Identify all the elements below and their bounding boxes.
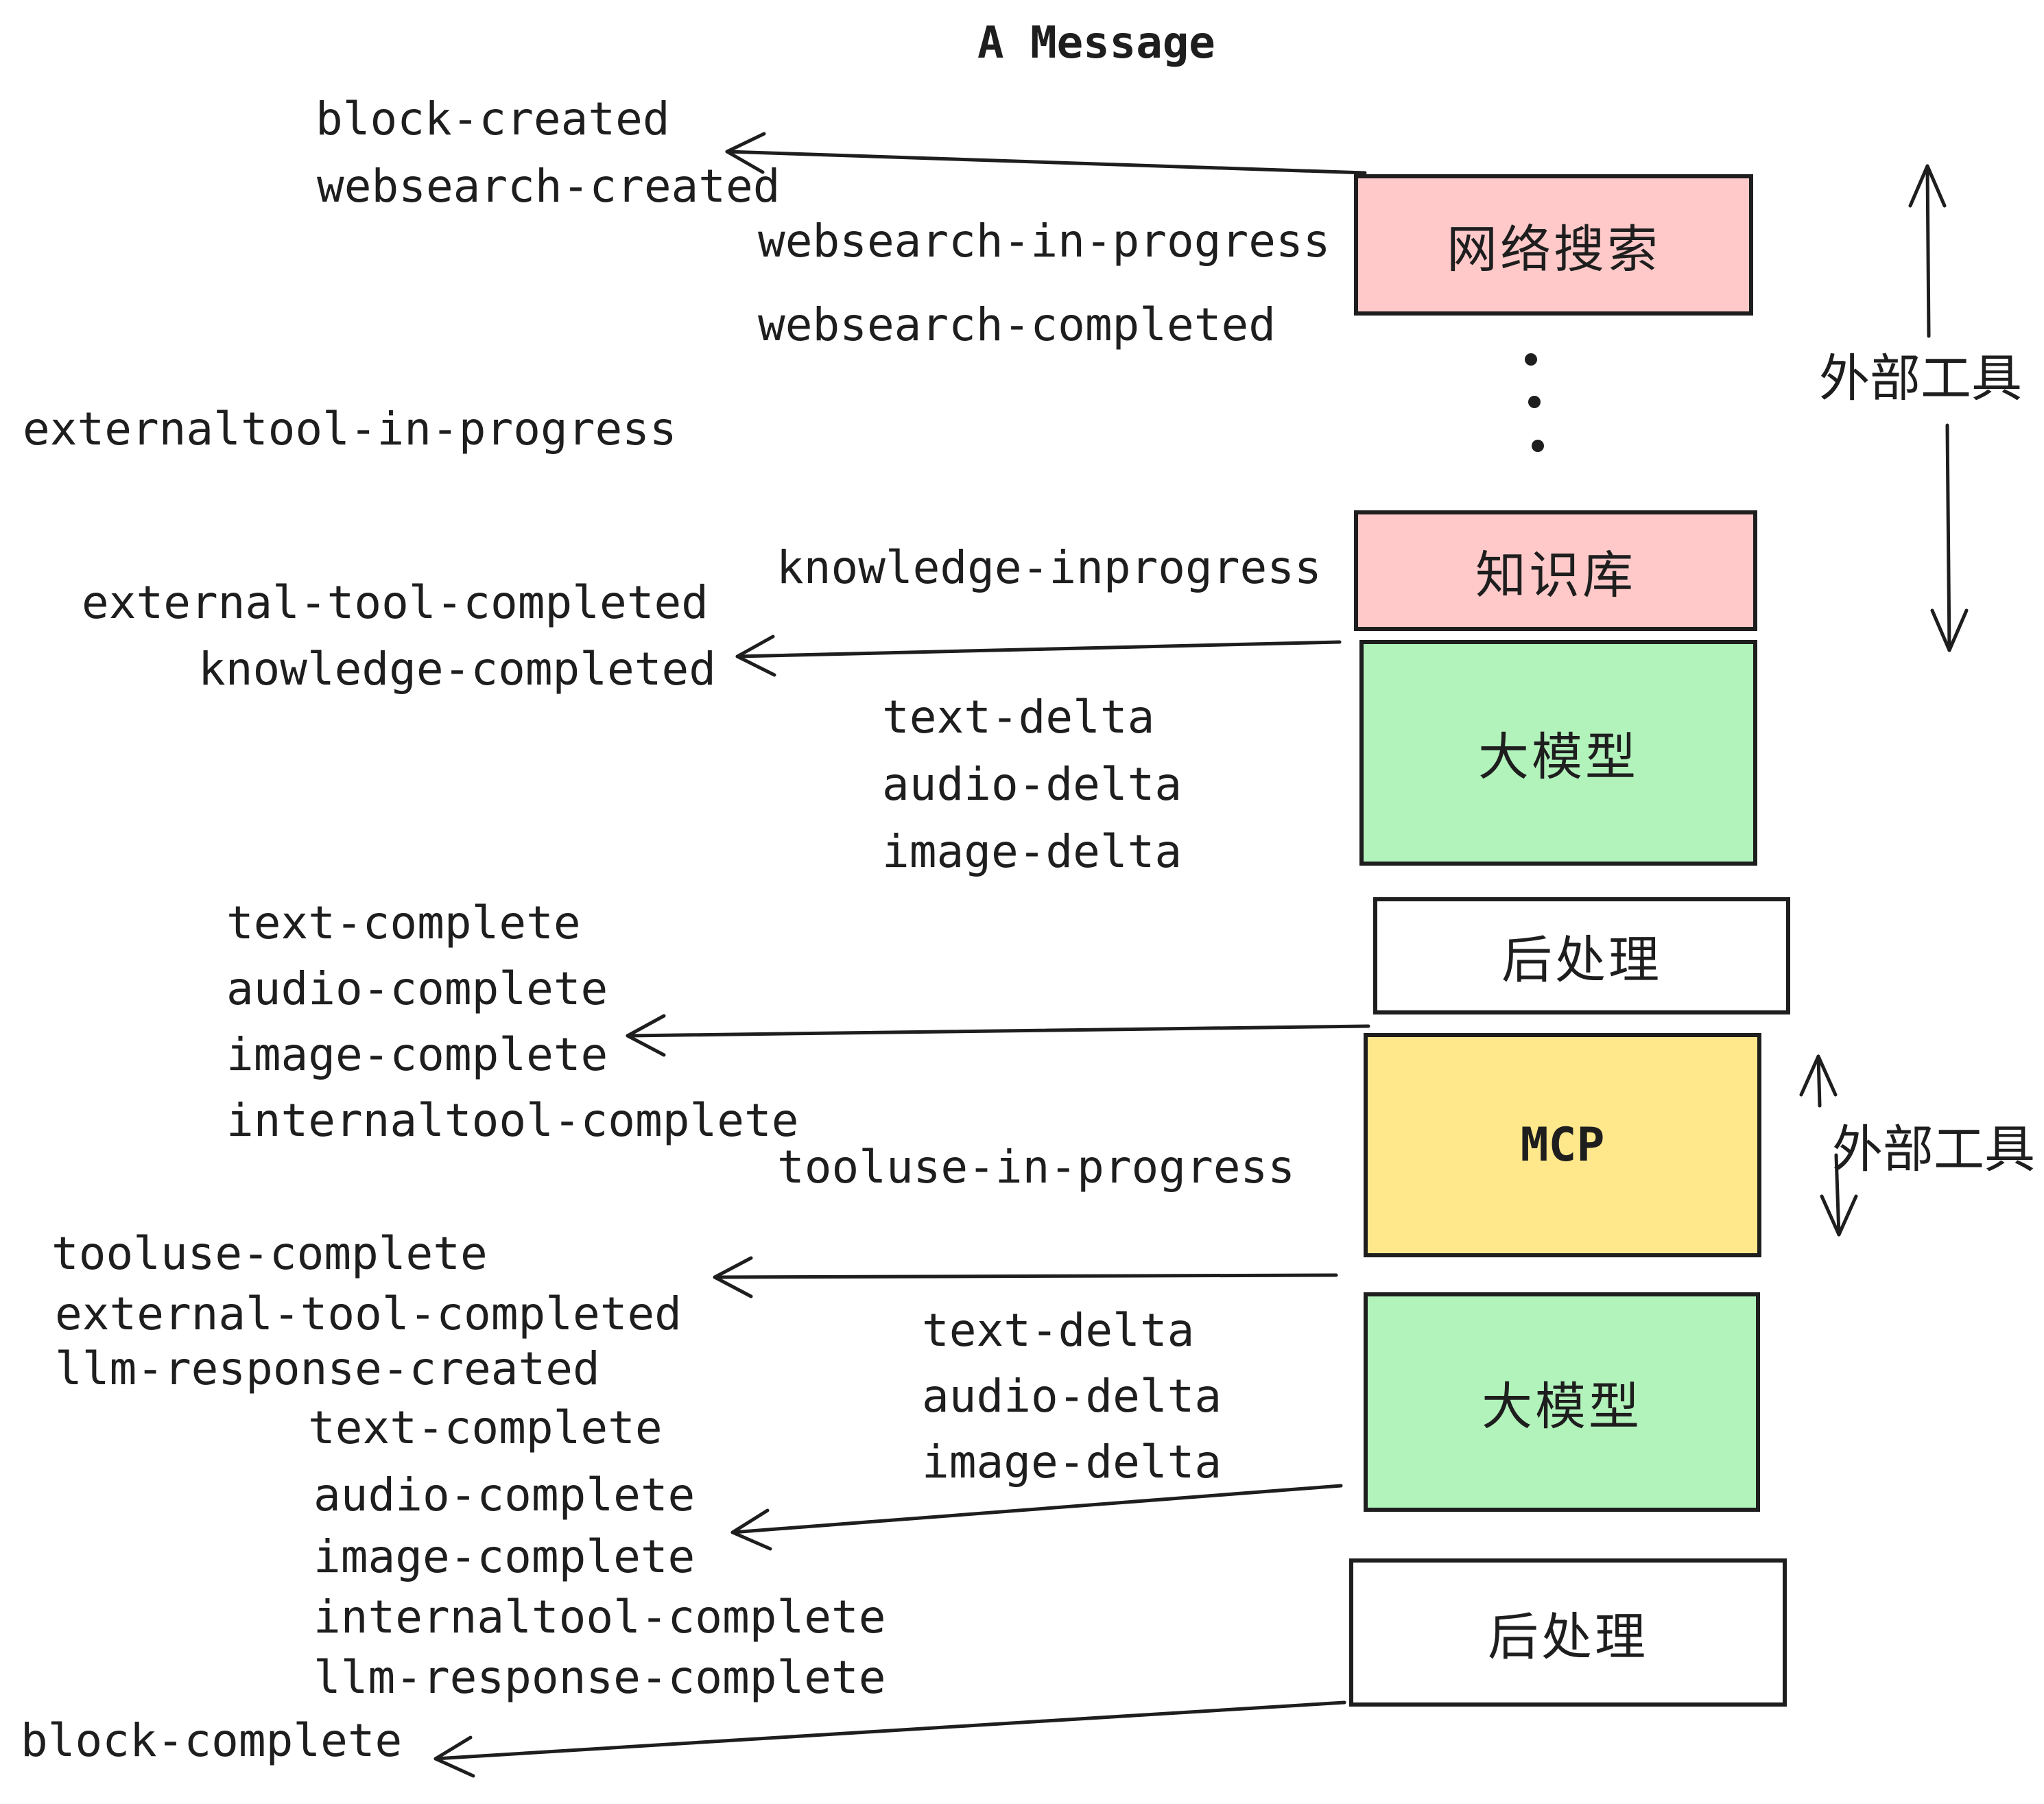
box-postprocess-1-label: 后处理 — [1501, 931, 1662, 990]
event-label-text-delta-2: text-delta — [922, 1304, 1195, 1357]
event-label-text-complete: text-complete — [226, 897, 581, 949]
event-label-knowledge-inprogress: knowledge-inprogress — [776, 541, 1322, 594]
event-label-text-delta: text-delta — [882, 691, 1155, 744]
event-label-knowledge-completed: knowledge-completed — [198, 643, 716, 696]
box-websearch: 网络搜索 — [1354, 174, 1753, 316]
box-postprocess-1: 后处理 — [1373, 897, 1790, 1014]
external-tools-label-bottom: 外部工具 — [1832, 1120, 2035, 1179]
box-llm-1: 大模型 — [1359, 640, 1757, 866]
event-label-image-complete-2: image-complete — [313, 1530, 696, 1583]
event-label-tooluse-complete: tooluse-complete — [51, 1227, 488, 1280]
box-knowledge: 知识库 — [1354, 510, 1757, 631]
event-label-llm-response-created: llm-response-created — [55, 1342, 600, 1395]
event-label-websearch-completed: websearch-completed — [758, 298, 1276, 351]
event-label-websearch-in-progress: websearch-in-progress — [758, 215, 1331, 268]
event-label-text-complete-2: text-complete — [308, 1401, 663, 1454]
box-llm-1-label: 大模型 — [1478, 728, 1639, 787]
event-label-audio-delta-2: audio-delta — [922, 1370, 1222, 1423]
event-label-external-tool-completed: external-tool-completed — [82, 576, 709, 629]
event-label-block-complete: block-complete — [21, 1714, 403, 1767]
event-label-audio-complete-2: audio-complete — [313, 1469, 696, 1521]
event-label-image-delta: image-delta — [882, 825, 1183, 878]
event-label-audio-complete: audio-complete — [226, 962, 608, 1015]
event-label-internaltool-complete: internaltool-complete — [226, 1094, 799, 1147]
box-knowledge-label: 知识库 — [1475, 545, 1636, 605]
event-label-externaltool-in-progress: externaltool-in-progress — [23, 403, 677, 455]
external-tools-label-top: 外部工具 — [1819, 349, 2022, 408]
box-mcp: MCP — [1364, 1033, 1761, 1257]
ellipsis-dots — [1525, 353, 1544, 452]
event-label-tooluse-in-progress: tooluse-in-progress — [777, 1141, 1295, 1194]
event-label-block-created: block-created — [316, 93, 670, 145]
event-label-image-complete: image-complete — [226, 1028, 608, 1081]
box-llm-2-label: 大模型 — [1482, 1377, 1642, 1436]
arrow-internal-complete — [626, 1014, 1370, 1057]
arrow-block-complete — [433, 1700, 1346, 1778]
event-label-websearch-created: websearch-created — [317, 160, 781, 213]
external-tools-arrow-bottom — [1799, 1054, 1858, 1237]
box-postprocess-2: 后处理 — [1349, 1558, 1787, 1707]
arrow-tooluse-complete — [713, 1256, 1338, 1298]
arrow-block-created — [725, 132, 1367, 175]
box-mcp-label: MCP — [1520, 1118, 1605, 1172]
arrow-knowledge-completed — [735, 634, 1342, 677]
event-label-image-delta-2: image-delta — [922, 1436, 1222, 1488]
event-label-internaltool-complete-2: internaltool-complete — [313, 1591, 886, 1643]
box-llm-2: 大模型 — [1364, 1292, 1760, 1512]
box-postprocess-2-label: 后处理 — [1488, 1607, 1648, 1667]
event-label-llm-response-complete: llm-response-complete — [313, 1651, 886, 1704]
event-label-audio-delta: audio-delta — [882, 758, 1183, 811]
event-label-external-tool-completed-2: external-tool-completed — [55, 1287, 682, 1340]
diagram-title: A Message — [977, 18, 1215, 69]
external-tools-arrow-top — [1908, 164, 1969, 652]
arrow-llm-complete — [730, 1484, 1343, 1551]
box-websearch-label: 网络搜索 — [1447, 219, 1661, 279]
